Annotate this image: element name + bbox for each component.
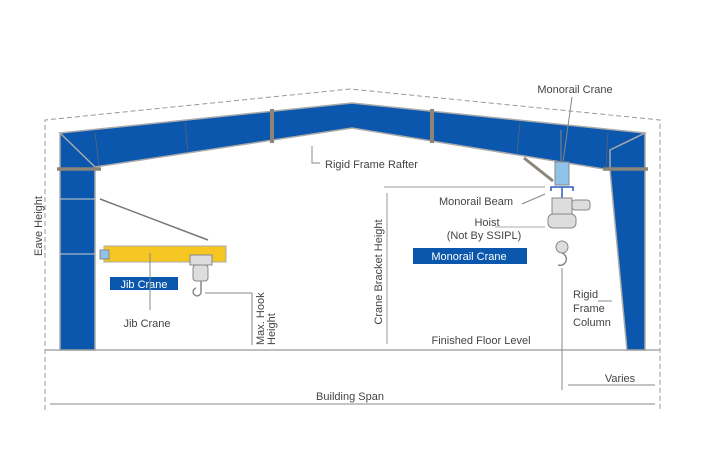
monorail-brace xyxy=(523,156,554,183)
monorail-beam-leader xyxy=(521,193,546,205)
jib-hoist-trolley xyxy=(189,254,213,266)
hoist-motor xyxy=(571,199,591,211)
hoist-body xyxy=(547,213,577,229)
jib-hook-icon xyxy=(192,281,202,297)
monorail-crane-badge xyxy=(413,248,527,264)
jib-bracket xyxy=(99,249,110,260)
max-hook-height-label: Max. HookHeight xyxy=(255,292,278,345)
eave-height-label: Eave Height xyxy=(33,196,45,256)
jib-hoist-body xyxy=(192,264,209,282)
hoist-trolley xyxy=(551,197,573,215)
jib-crane-badge-text: Jib Crane xyxy=(120,279,167,291)
finished-floor-level-label: Finished Floor Level xyxy=(431,335,530,347)
jib-crane-badge xyxy=(110,277,178,290)
rafter-leader xyxy=(311,146,320,164)
hoist-block xyxy=(555,240,569,254)
right-rigid-frame-column xyxy=(609,131,646,351)
monorail-crane-top-label: Monorail Crane xyxy=(537,84,612,96)
building-outline-dashed xyxy=(44,88,661,410)
monorail-hook-icon xyxy=(557,252,568,267)
left-rigid-frame-column xyxy=(59,132,96,351)
monorail-beam-label: Monorail Beam xyxy=(439,196,513,208)
stiffener xyxy=(605,131,609,169)
rigid-frame-rafter-label: Rigid Frame Rafter xyxy=(325,159,418,171)
monorail-bracket xyxy=(554,161,570,186)
not-by-ssipl-label: (Not By SSIPL) xyxy=(447,230,522,242)
varies-label: Varies xyxy=(605,373,636,385)
monorail-beam xyxy=(550,186,574,199)
monorail-crane-badge-text: Monorail Crane xyxy=(431,251,506,263)
max-hook-height-leader xyxy=(205,292,253,345)
monorail-crane-leader xyxy=(562,96,573,163)
jib-tie-rod xyxy=(99,198,209,241)
hoist-label: Hoist xyxy=(474,217,499,229)
stiffener xyxy=(184,121,189,154)
crane-bracket-height-label: Crane Bracket Height xyxy=(373,219,385,324)
jib-crane-label: Jib Crane xyxy=(123,318,170,330)
stiffener xyxy=(94,132,100,167)
building-span-label: Building Span xyxy=(316,391,384,403)
stiffener xyxy=(516,122,521,154)
